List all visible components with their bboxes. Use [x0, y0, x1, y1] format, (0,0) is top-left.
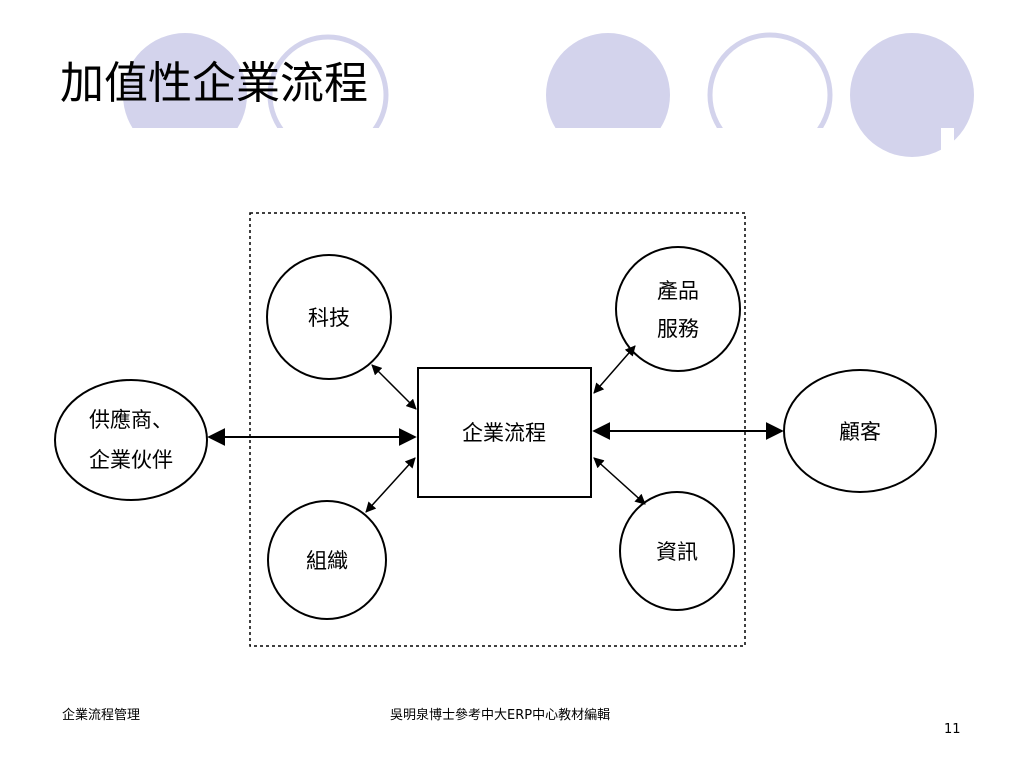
footer-author: 吳明泉博士參考中大ERP中心教材編輯: [390, 708, 611, 723]
org-process-arrow: [365, 457, 416, 513]
product-label: 產品: [657, 279, 699, 303]
process-label: 企業流程: [462, 421, 546, 445]
page-number: 11: [944, 722, 961, 737]
supplier-node: [54, 379, 208, 501]
process-diagram: 企業流程 科技 組織 產品 服務 資訊 供應商、 企業伙伴 顧客: [54, 212, 937, 647]
info-node: [619, 491, 735, 611]
customer-label: 顧客: [839, 420, 881, 444]
supplier-label-line1: 供應商、: [89, 408, 173, 432]
deco-circle-filled-3: [850, 33, 974, 157]
deco-circle-filled-1: [123, 33, 247, 128]
org-node: [267, 500, 387, 620]
process-box: [417, 367, 592, 498]
org-label: 組織: [306, 549, 348, 573]
tech-label: 科技: [308, 306, 350, 330]
deco-circle-filled-2: [546, 33, 670, 128]
tech-process-arrow: [371, 364, 417, 410]
decorative-circles: [123, 32, 974, 157]
product-service-node: [615, 246, 741, 372]
deco-circle-outline-1: [267, 34, 389, 128]
tech-node: [266, 254, 392, 380]
info-label: 資訊: [656, 540, 698, 564]
product-process-arrow: [593, 345, 636, 394]
slide-title: 加值性企業流程: [60, 58, 368, 109]
customer-node: [783, 369, 937, 493]
info-process-arrow: [593, 457, 646, 505]
deco-circle-outline-2: [707, 32, 833, 128]
footer-course-name: 企業流程管理: [62, 708, 141, 723]
supplier-label-line2: 企業伙伴: [89, 448, 173, 472]
service-label: 服務: [657, 317, 699, 341]
